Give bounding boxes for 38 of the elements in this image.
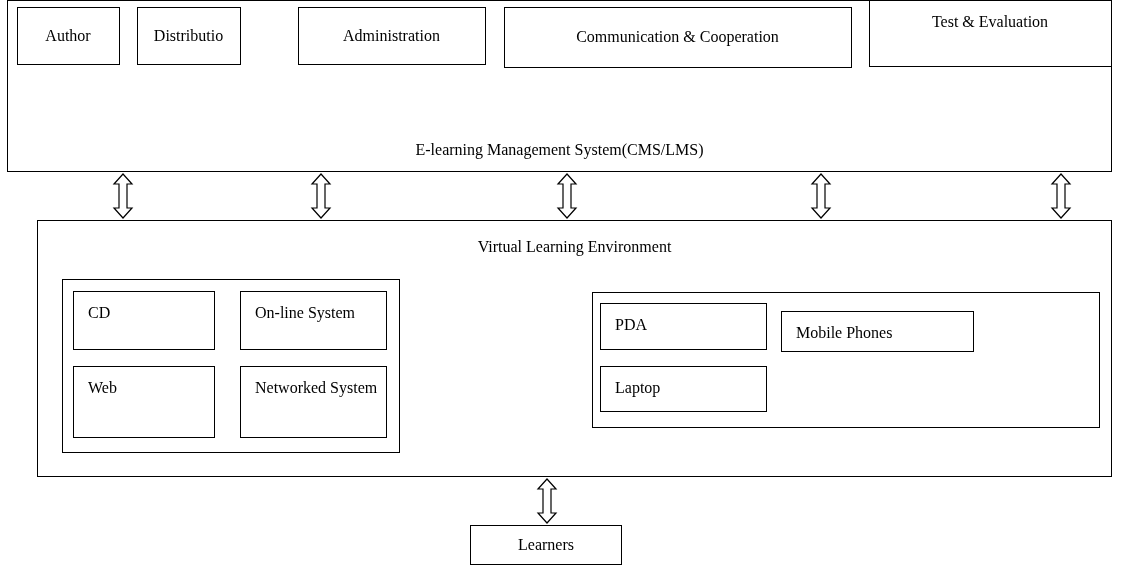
group-box (61, 278, 400, 453)
labeled-box (240, 366, 387, 438)
group-box (591, 291, 1100, 428)
box-label: Distributio (153, 26, 224, 45)
labeled-box (240, 291, 387, 350)
double-arrow (1050, 173, 1072, 219)
box-label: Networked System (255, 379, 378, 397)
double-arrow (536, 478, 558, 524)
labeled-box (136, 6, 241, 65)
labeled-box (297, 6, 486, 65)
labeled-box (868, 0, 1112, 67)
double-arrow (556, 173, 578, 219)
labeled-box (781, 311, 974, 352)
labeled-box (503, 6, 852, 68)
box-label: Learners (518, 536, 574, 554)
box-label: PDA (615, 316, 647, 334)
box-label: Author (45, 26, 91, 45)
system-title: E-learning Management System(CMS/LMS) (415, 141, 704, 159)
box-label: On-line System (255, 304, 355, 322)
double-arrow (810, 173, 832, 219)
double-arrow (112, 173, 134, 219)
box-label: Laptop (615, 379, 661, 397)
labeled-box (37, 220, 1112, 477)
box-label: Test & Evaluation (931, 12, 1049, 31)
labeled-box (73, 291, 215, 350)
box-label: CD (88, 304, 111, 322)
labeled-box (73, 366, 215, 438)
box-label: Communication & Cooperation (576, 28, 779, 46)
box-label: Mobile Phones (796, 324, 893, 342)
labeled-box (7, 0, 1112, 172)
labeled-box (600, 303, 767, 350)
box-label: Web (88, 379, 117, 397)
labeled-box (600, 366, 767, 412)
box-label: Administration (343, 26, 440, 45)
system-title: Virtual Learning Environment (477, 238, 672, 256)
labeled-box (16, 6, 120, 65)
double-arrow (310, 173, 332, 219)
labeled-box (470, 525, 622, 565)
